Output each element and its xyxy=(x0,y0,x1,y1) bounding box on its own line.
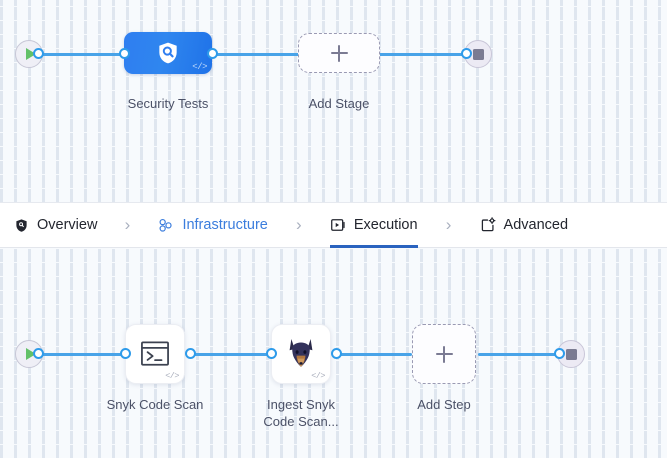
stop-icon xyxy=(472,48,484,60)
edge-addstage-to-end xyxy=(374,52,470,56)
step-canvas[interactable]: </> Snyk Code Scan </> xyxy=(0,248,667,458)
stage-node-security-tests[interactable]: </> xyxy=(124,32,212,74)
port-step1-out[interactable] xyxy=(184,348,196,359)
settings-card-icon xyxy=(480,217,496,233)
play-icon xyxy=(25,348,36,360)
step-code-badge: </> xyxy=(165,371,179,381)
snyk-doberman-icon xyxy=(286,337,316,371)
shield-icon xyxy=(14,218,29,233)
port-stage-in[interactable] xyxy=(118,48,130,59)
step-label-line2: Code Scan... xyxy=(263,414,339,429)
edge-step2-to-addstep xyxy=(332,352,412,356)
stage-canvas[interactable]: </> Security Tests Add Stage xyxy=(0,0,667,202)
tab-separator-3: › xyxy=(445,215,452,234)
add-stage-label: Add Stage xyxy=(308,96,370,111)
pipeline-tabbar[interactable]: Overview › Infrastructure › xyxy=(0,202,667,248)
stage-code-badge: </> xyxy=(192,62,207,72)
stop-icon xyxy=(565,348,577,360)
port-start-out[interactable] xyxy=(33,48,44,59)
port-step2-in[interactable] xyxy=(265,348,277,359)
step-label-snyk-code-scan: Snyk Code Scan xyxy=(106,397,204,412)
play-icon xyxy=(25,48,36,60)
edge-addstep-to-end xyxy=(478,352,568,356)
tab-execution-label: Execution xyxy=(353,217,418,233)
add-step-label: Add Step xyxy=(417,397,471,412)
port-step1-in[interactable] xyxy=(119,348,131,359)
tab-separator-2: › xyxy=(296,215,302,234)
edge-start-to-step1 xyxy=(36,352,128,356)
plus-icon xyxy=(435,345,453,363)
edge-start-to-stage xyxy=(36,52,128,56)
tab-infrastructure[interactable]: Infrastructure xyxy=(157,203,268,247)
tab-infrastructure-label: Infrastructure xyxy=(182,217,268,233)
terminal-icon xyxy=(140,340,170,368)
tab-overview-label: Overview xyxy=(37,217,98,233)
nodes-clover-icon xyxy=(157,217,174,234)
edge-stage-to-addstage xyxy=(208,52,304,56)
plus-icon xyxy=(330,44,348,62)
tab-separator-1: › xyxy=(124,215,131,234)
step-label-line1: Ingest Snyk xyxy=(267,397,335,412)
step-node-ingest-snyk-code-scan[interactable]: </> xyxy=(271,324,331,384)
port-end-in[interactable] xyxy=(461,48,472,59)
step-node-snyk-code-scan[interactable]: </> xyxy=(125,324,185,384)
port-step2-out[interactable] xyxy=(330,348,342,359)
stage-label-security-tests: Security Tests xyxy=(127,96,209,111)
port-stage-out[interactable] xyxy=(206,48,218,59)
step-code-badge: </> xyxy=(311,371,325,381)
edge-step1-to-step2 xyxy=(186,352,274,356)
step-label-ingest-snyk-code-scan: Ingest Snyk Code Scan... xyxy=(231,396,371,430)
tab-overview[interactable]: Overview xyxy=(0,203,97,247)
tab-advanced[interactable]: Advanced xyxy=(480,203,569,247)
step-end-node[interactable] xyxy=(557,340,585,368)
shield-search-icon xyxy=(155,40,181,66)
tab-execution[interactable]: Execution xyxy=(329,203,418,248)
play-square-icon xyxy=(330,217,346,233)
tab-advanced-label: Advanced xyxy=(503,217,569,233)
port-step-end-in[interactable] xyxy=(554,348,565,359)
add-step-button[interactable] xyxy=(412,324,476,384)
port-step-start-out[interactable] xyxy=(33,348,44,359)
add-stage-button[interactable] xyxy=(298,33,380,73)
